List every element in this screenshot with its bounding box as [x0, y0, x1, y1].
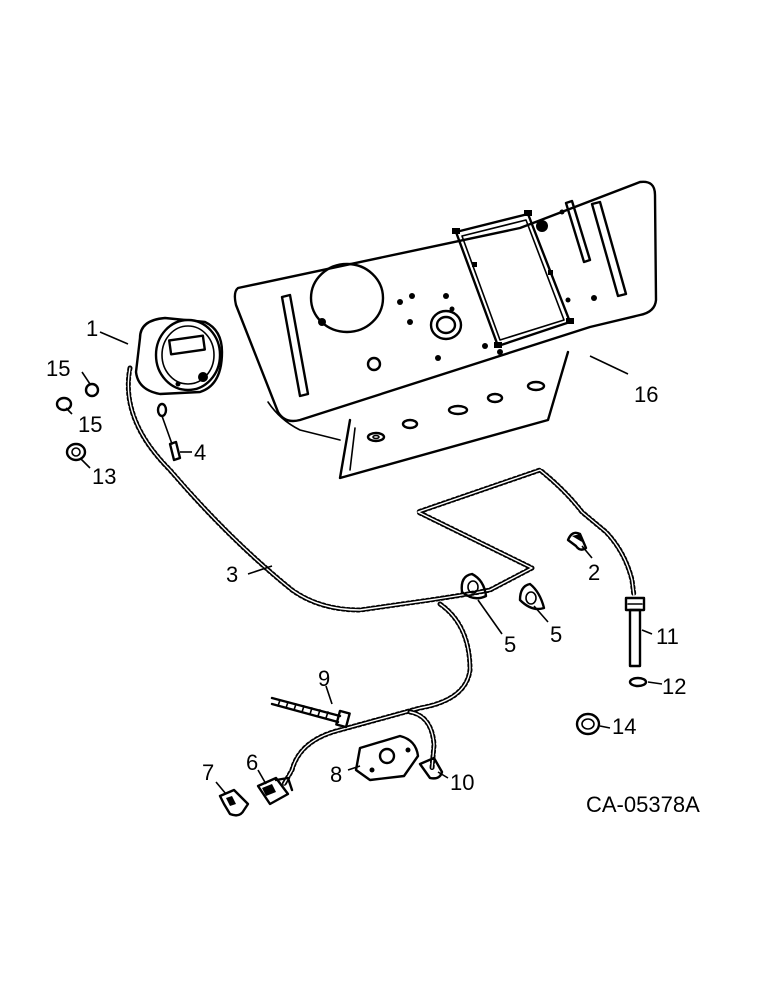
callout-5-left: 5 [504, 632, 516, 657]
callout-10: 10 [450, 770, 474, 795]
grommet-5-right [518, 582, 546, 611]
callout-9: 9 [318, 666, 330, 691]
callout-1: 1 [86, 316, 98, 341]
callout-15-upper: 15 [46, 356, 70, 381]
plug-14 [575, 712, 601, 736]
washer-15-lower [55, 396, 73, 412]
callout-11: 11 [656, 624, 679, 649]
callout-8: 8 [330, 762, 342, 787]
mounting-plate-8 [354, 734, 420, 782]
grommet-5-left [460, 572, 488, 600]
washer-12 [628, 676, 648, 688]
callout-5-right: 5 [550, 622, 562, 647]
callout-14: 14 [612, 714, 636, 739]
clip [566, 531, 588, 551]
callout-13: 13 [92, 464, 116, 489]
callout-12: 12 [662, 674, 686, 699]
sender-11 [624, 596, 646, 668]
switch-6 [256, 776, 294, 806]
callout-16: 16 [634, 382, 658, 407]
leader-lines [65, 331, 663, 795]
callout-6: 6 [246, 750, 258, 775]
nut-13 [65, 442, 87, 462]
callout-15-lower: 15 [78, 412, 102, 437]
figure-code: CA-05378A [586, 792, 700, 817]
elbow-7 [218, 788, 250, 817]
connector [161, 415, 182, 462]
callout-2: 2 [588, 560, 600, 585]
callout-7: 7 [202, 760, 214, 785]
callout-4: 4 [194, 440, 206, 465]
terminal-10 [418, 756, 444, 780]
washer-15-upper [84, 382, 100, 398]
callouts: 1 2 3 4 5 5 6 7 8 9 10 11 12 13 14 15 15… [46, 316, 686, 795]
wiring-harness [125, 365, 637, 787]
instrument-panel [233, 180, 658, 480]
screw-9 [270, 696, 351, 729]
callout-3: 3 [226, 562, 238, 587]
gauge [134, 316, 224, 418]
